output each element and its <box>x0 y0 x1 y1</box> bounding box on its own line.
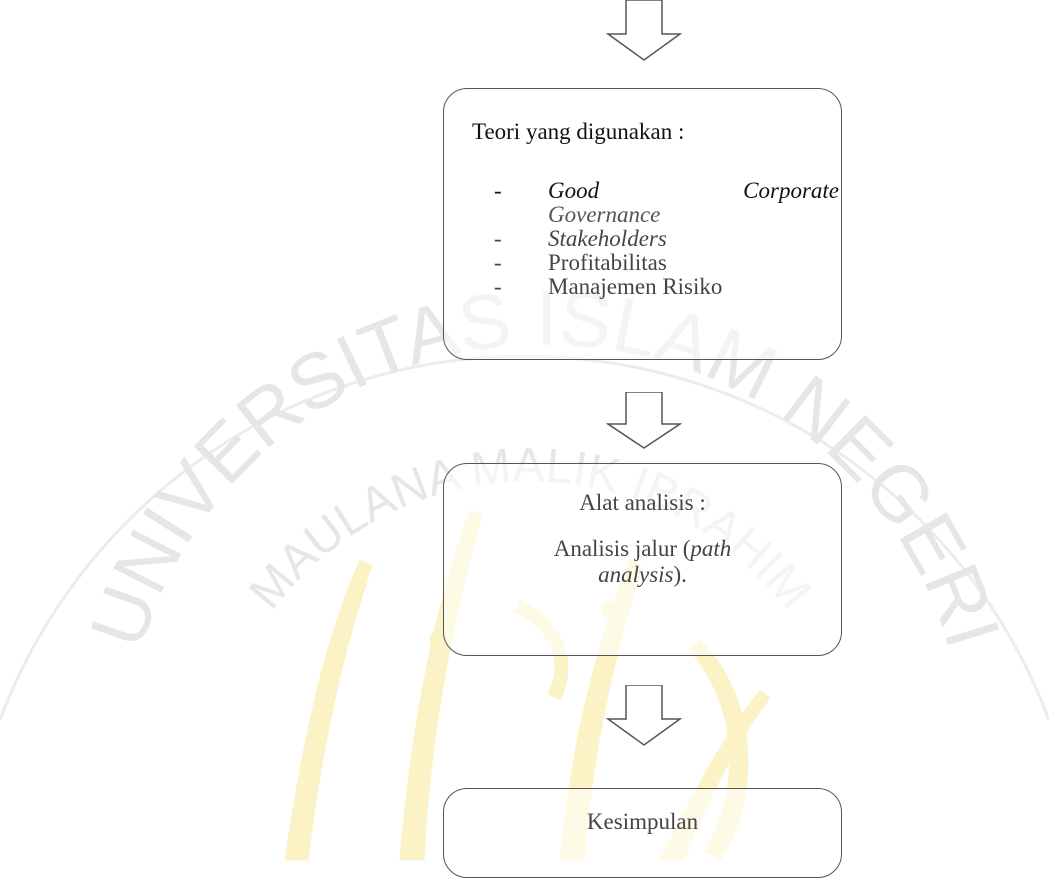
theory-item-gcg-continuation: Governance <box>494 203 839 227</box>
theory-heading: Teori yang digunakan : <box>472 119 685 144</box>
theory-item-stakeholders: - Stakeholders <box>494 227 839 251</box>
analysis-method-path: path <box>690 536 732 561</box>
theory-term-stakeholders: Stakeholders <box>548 226 667 251</box>
theory-term-good: Good <box>548 178 600 203</box>
flow-arrow-2 <box>606 685 682 746</box>
conclusion-box: Kesimpulan <box>443 788 842 878</box>
analysis-method-prefix: Analisis jalur ( <box>553 536 691 561</box>
list-dash: - <box>494 250 502 275</box>
analysis-method: Analisis jalur (path analysis). <box>444 536 841 588</box>
conclusion-title: Kesimpulan <box>586 809 699 834</box>
analysis-tool-title: Alat analisis : <box>579 490 706 515</box>
analysis-method-suffix: ). <box>673 562 687 587</box>
theory-item-profitabilitas: - Profitabilitas <box>494 251 839 275</box>
flow-arrow-1 <box>606 392 682 449</box>
theory-item-gcg: - Good Corporate <box>494 179 839 203</box>
theory-term-corporate: Corporate <box>743 178 839 203</box>
theory-box: Teori yang digunakan : - Good Corporate … <box>443 88 842 360</box>
theory-list: - Good Corporate Governance - Stakeholde… <box>494 179 839 299</box>
list-dash: - <box>494 178 502 203</box>
flow-arrow-top <box>606 0 682 61</box>
list-dash: - <box>494 226 502 251</box>
list-dash: - <box>494 274 502 299</box>
analysis-method-analysis: analysis <box>598 562 674 587</box>
theory-term-manajemen-risiko: Manajemen Risiko <box>548 274 723 299</box>
theory-item-manajemen-risiko: - Manajemen Risiko <box>494 275 839 299</box>
theory-term-profitabilitas: Profitabilitas <box>548 250 667 275</box>
theory-term-governance: Governance <box>548 202 661 227</box>
analysis-tool-box: Alat analisis : Analisis jalur (path ana… <box>443 463 842 656</box>
